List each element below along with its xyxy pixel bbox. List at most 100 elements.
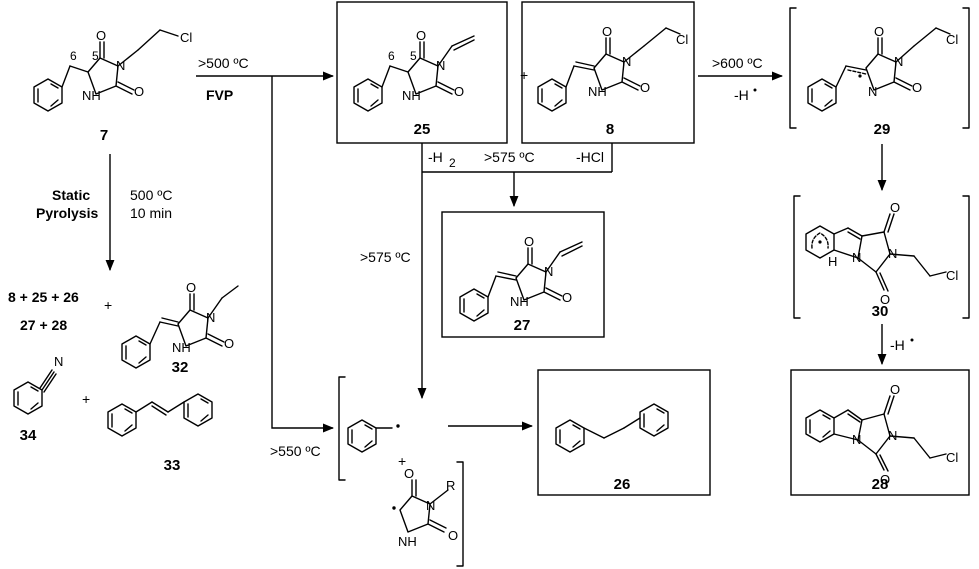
plus-sign: + <box>82 391 90 407</box>
atom-label: Cl <box>180 30 192 45</box>
condition-550: >550 ºC <box>270 443 321 459</box>
condition-fvp-temp: >500 ºC <box>198 55 249 71</box>
position-label: 6 <box>70 49 77 63</box>
structure-25: O N NH O 6 5 <box>353 28 475 112</box>
atom-label: NH <box>510 294 529 309</box>
compound-number-32: 32 <box>172 359 189 376</box>
structure-7: O N NH O Cl 6 5 <box>33 28 192 112</box>
structure-30: O N N O H Cl <box>805 200 958 307</box>
compound-number-28: 28 <box>872 476 889 493</box>
condition-minus-hcl: -HCl <box>576 149 604 165</box>
bracket-30-right <box>962 195 970 319</box>
atom-label: O <box>890 200 900 215</box>
plus-sign: + <box>520 67 528 83</box>
compound-number-26: 26 <box>614 476 631 493</box>
compound-number-27: 27 <box>514 317 531 334</box>
atom-label: O <box>134 84 144 99</box>
atom-label: O <box>186 280 196 295</box>
atom-label: O <box>880 292 890 307</box>
atom-label: N <box>116 58 125 73</box>
atom-label: N <box>888 428 897 443</box>
atom-label: N <box>436 58 445 73</box>
atom-label: N <box>426 498 435 513</box>
atom-label: N <box>888 246 897 261</box>
structure-benzyl-radical <box>347 419 400 453</box>
compound-number-33: 33 <box>164 457 181 474</box>
atom-label: O <box>562 290 572 305</box>
atom-label: N <box>544 264 553 279</box>
bracket-radicals-left <box>338 376 346 481</box>
atom-label: N <box>622 54 631 69</box>
atom-label: O <box>96 28 106 43</box>
box-8 <box>521 1 695 144</box>
condition-minus-h2: -H <box>428 149 443 165</box>
atom-label: O <box>890 382 900 397</box>
product-list-line2: 27 + 28 <box>20 317 67 333</box>
atom-label: Cl <box>946 268 958 283</box>
atom-label: NH <box>398 534 417 549</box>
box-27 <box>441 211 605 338</box>
atom-label: N <box>852 432 861 447</box>
structure-33 <box>107 393 213 437</box>
structure-34: N <box>13 354 63 415</box>
atom-label: O <box>602 24 612 39</box>
condition-600: >600 ºC <box>712 55 763 71</box>
compound-number-25: 25 <box>414 121 431 138</box>
structure-32: O N NH O <box>121 280 239 369</box>
atom-label: N <box>206 310 215 325</box>
condition-pyrolysis: Pyrolysis <box>36 205 98 221</box>
condition-static-temp: 500 ºC <box>130 187 172 203</box>
compound-number-34: 34 <box>20 427 37 444</box>
position-label: 5 <box>410 49 417 63</box>
condition-fvp: FVP <box>206 87 233 103</box>
bracket-30-left <box>793 195 801 319</box>
atom-label: O <box>416 28 426 43</box>
condition-static-time: 10 min <box>130 205 172 221</box>
atom-label: H <box>828 254 837 269</box>
structure-8: O N NH O Cl <box>537 24 688 112</box>
bracket-29-right <box>962 7 970 129</box>
atom-label: NH <box>402 88 421 103</box>
atom-label: N <box>868 84 877 99</box>
atom-label: O <box>880 472 890 487</box>
structure-28: O N N O Cl <box>805 382 958 487</box>
condition-static: Static <box>52 187 90 203</box>
atom-label: N <box>852 250 861 265</box>
atom-label: N <box>54 354 63 369</box>
atom-label: O <box>224 336 234 351</box>
atom-label: O <box>524 234 534 249</box>
condition-575-left: >575 ºC <box>360 249 411 265</box>
compound-number-8: 8 <box>606 121 614 138</box>
product-list-line1: 8 + 25 + 26 <box>8 289 79 305</box>
plus-sign: + <box>104 297 112 313</box>
atom-label: O <box>912 80 922 95</box>
atom-label: R <box>446 478 455 493</box>
compound-number-7: 7 <box>100 127 108 144</box>
condition-minus-h-28: -H <box>890 337 905 353</box>
compound-number-29: 29 <box>874 121 891 138</box>
structure-27: O N NH O <box>459 234 583 322</box>
condition-575-mid: >575 ºC <box>484 149 535 165</box>
structure-hydantoin-radical: O N NH O R <box>392 466 458 549</box>
atom-label: NH <box>82 88 101 103</box>
atom-label: O <box>640 80 650 95</box>
structure-29: O N N O Cl <box>807 24 958 112</box>
arrow-550 <box>271 76 335 433</box>
atom-label: O <box>454 84 464 99</box>
structure-26 <box>555 403 669 453</box>
condition-minus-h-29: -H <box>734 87 749 103</box>
box-26 <box>537 369 711 496</box>
plus-sign: + <box>398 453 406 469</box>
position-label: 6 <box>388 49 395 63</box>
atom-label: Cl <box>946 32 958 47</box>
atom-label: N <box>894 54 903 69</box>
atom-label: O <box>404 466 414 481</box>
position-label: 5 <box>92 49 99 63</box>
atom-label: Cl <box>676 32 688 47</box>
atom-label: NH <box>172 340 191 355</box>
atom-label: O <box>874 24 884 39</box>
compound-number-30: 30 <box>872 303 889 320</box>
atom-label: NH <box>588 84 607 99</box>
bracket-radicals-right <box>456 461 464 567</box>
